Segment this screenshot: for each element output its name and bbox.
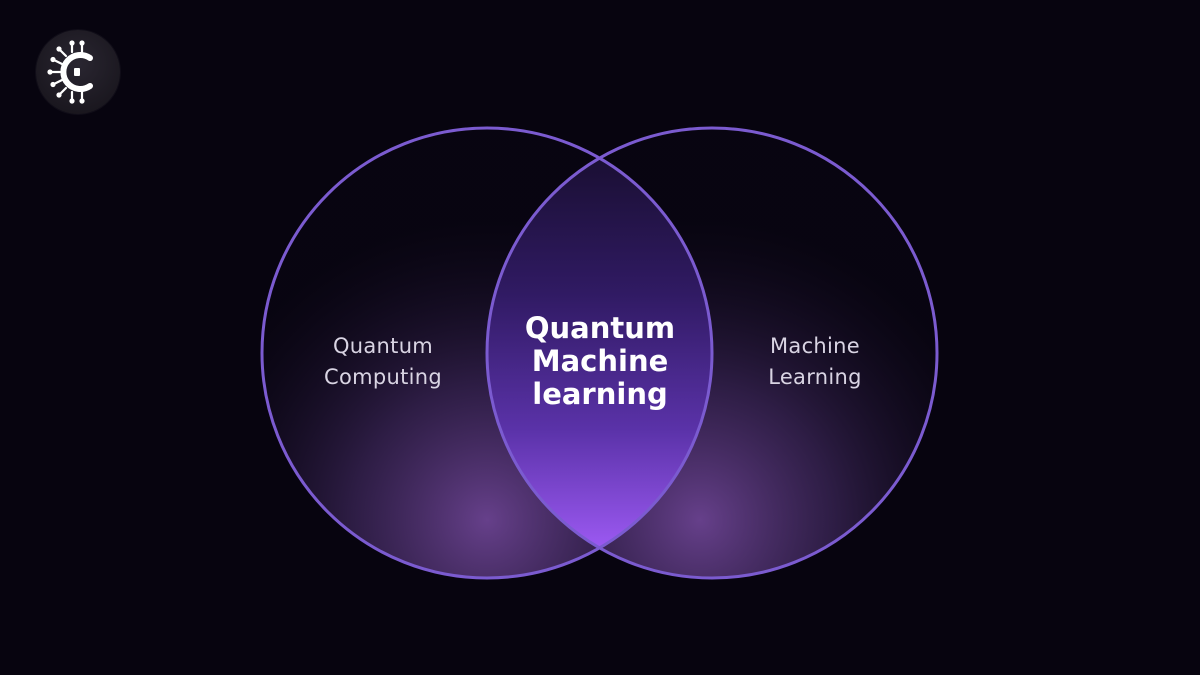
quantum-computing-circle-outline: [260, 126, 714, 580]
quantum-computing-label: Quantum Computing: [323, 334, 442, 389]
quantum-machine-learning-label: Quantum Machine learning: [524, 311, 676, 411]
machine-learning-label: Machine Learning: [768, 334, 862, 389]
intersection-region: [487, 128, 712, 578]
circuit-c-logo-icon: [47, 40, 93, 104]
machine-learning-circle-outline: [485, 126, 939, 580]
brand-logo: [36, 30, 120, 114]
